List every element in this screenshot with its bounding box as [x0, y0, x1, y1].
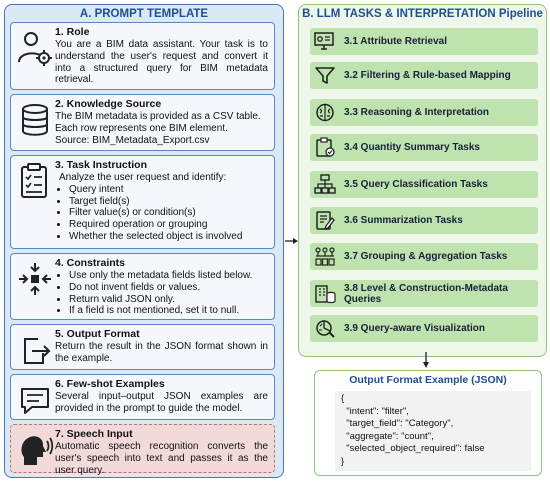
constraints-box: 4. Constraints Use only the metadata fie… — [10, 253, 275, 320]
knowledge-source-box: 2. Knowledge Source The BIM metadata is … — [10, 94, 275, 151]
speech-input-box: 7. Speech Input Automatic speech recogni… — [10, 424, 275, 476]
list-item: Required operation or grouping — [69, 219, 268, 231]
arrow-head — [423, 362, 429, 368]
task-label: 3.8 Level & Construction-Metadata Querie… — [344, 282, 508, 305]
task-filtering: 3.2 Filtering & Rule-based Mapping — [310, 62, 538, 89]
task-instruction-intro: Analyze the user request and identify: — [59, 172, 227, 183]
output-format-title: 5. Output Format — [55, 328, 140, 340]
output-format-example-box: Output Format Example (JSON) { "intent":… — [314, 370, 542, 476]
task-attribute-retrieval: 3.1 Attribute Retrieval — [310, 28, 538, 55]
task-summarization: 3.6 Summarization Tasks — [310, 207, 538, 234]
task-label: 3.2 Filtering & Rule-based Mapping — [344, 70, 511, 81]
few-shot-title: 6. Few-shot Examples — [55, 378, 165, 390]
json-line: "intent": "filter", — [341, 405, 409, 417]
json-line: "aggregate": "count", — [341, 430, 434, 442]
list-item: Use only the metadata fields listed belo… — [69, 270, 268, 282]
llm-tasks-title: B. LLM TASKS & INTERPRETATION Pipeline — [302, 8, 543, 20]
task-level-construction: 3.8 Level & Construction-Metadata Querie… — [310, 280, 538, 307]
few-shot-text: Several input–output JSON examples are p… — [55, 391, 268, 414]
knowledge-line-3: Source: BIM_Metadata_Export.csv — [55, 134, 210, 146]
task-grouping-aggregation: 3.7 Grouping & Aggregation Tasks — [310, 243, 538, 270]
task-label: 3.5 Query Classification Tasks — [344, 179, 488, 190]
building-database-icon — [315, 285, 336, 304]
task-instruction-title: 3. Task Instruction — [55, 159, 147, 171]
json-line: } — [341, 455, 345, 467]
list-item: Filter value(s) or condition(s) — [69, 207, 268, 219]
speech-input-title: 7. Speech Input — [55, 428, 133, 440]
task-query-classification: 3.5 Query Classification Tasks — [310, 171, 538, 198]
list-item: Whether the selected object is involved — [69, 231, 268, 243]
task-label: 3.9 Query-aware Visualization — [344, 323, 485, 334]
hierarchy-icon — [314, 174, 336, 194]
task-label: 3.4 Quantity Summary Tasks — [344, 142, 480, 153]
task-instruction-list: Query intent Target field(s) Filter valu… — [55, 184, 268, 243]
output-format-box: 5. Output Format Return the result in th… — [10, 324, 275, 370]
knowledge-line-1: The BIM metadata is provided as a CSV ta… — [55, 111, 261, 122]
task-label: 3.3 Reasoning & Interpretation — [344, 107, 490, 118]
constraints-title: 4. Constraints — [55, 257, 126, 269]
list-item: Target field(s) — [69, 196, 268, 208]
document-pencil-icon — [316, 211, 335, 231]
json-line: "selected_object_required": false — [341, 443, 485, 454]
task-instruction-box: 3. Task Instruction Analyze the user req… — [10, 155, 275, 249]
role-title: 1. Role — [55, 26, 90, 38]
role-text: You are a BIM data assistant. Your task … — [55, 39, 268, 86]
export-document-icon — [24, 338, 51, 364]
task-reasoning: 3.3 Reasoning & Interpretation — [310, 99, 538, 126]
task-quantity-summary: 3.4 Quantity Summary Tasks — [310, 134, 538, 161]
chat-bubble-icon — [21, 388, 49, 414]
grouping-icon — [315, 247, 335, 266]
task-label: 3.1 Attribute Retrieval — [344, 36, 447, 47]
database-icon — [22, 104, 48, 136]
filter-icon — [315, 67, 335, 84]
knowledge-source-title: 2. Knowledge Source — [55, 98, 162, 110]
output-format-example-title: Output Format Example (JSON) — [349, 374, 507, 386]
list-item: If a field is not mentioned, set it to n… — [69, 305, 268, 317]
json-line: "target_field": "Category", — [341, 418, 454, 429]
list-item: Return valid JSON only. — [69, 294, 268, 306]
list-item: Do not invent fields or values. — [69, 282, 268, 294]
constraints-list: Use only the metadata fields listed belo… — [55, 270, 268, 317]
user-gear-icon — [18, 32, 52, 66]
knowledge-line-2: Each row represents one BIM element. — [55, 122, 228, 134]
speech-input-text: Automatic speech recognition converts th… — [55, 441, 268, 476]
monitor-gear-icon — [314, 32, 334, 50]
task-label: 3.7 Grouping & Aggregation Tasks — [344, 251, 508, 262]
task-label: 3.6 Summarization Tasks — [344, 215, 463, 226]
brain-icon — [316, 103, 334, 122]
json-line: { — [341, 393, 345, 404]
visualization-icon — [316, 320, 335, 338]
few-shot-box: 6. Few-shot Examples Several input–outpu… — [10, 374, 275, 420]
list-item: Query intent — [69, 184, 268, 196]
output-format-text: Return the result in the JSON format sho… — [55, 341, 268, 364]
task-query-visualization: 3.9 Query-aware Visualization — [310, 315, 538, 342]
clipboard-list-icon — [21, 163, 47, 198]
clipboard-check-icon — [316, 137, 335, 157]
prompt-template-title: A. PROMPT TEMPLATE — [79, 8, 209, 20]
compress-arrows-icon — [19, 263, 51, 295]
role-box: 1. Role You are a BIM data assistant. Yo… — [10, 22, 275, 90]
speaking-head-icon — [21, 436, 54, 465]
json-example: { "intent": "filter", "target_field": "C… — [335, 391, 531, 471]
